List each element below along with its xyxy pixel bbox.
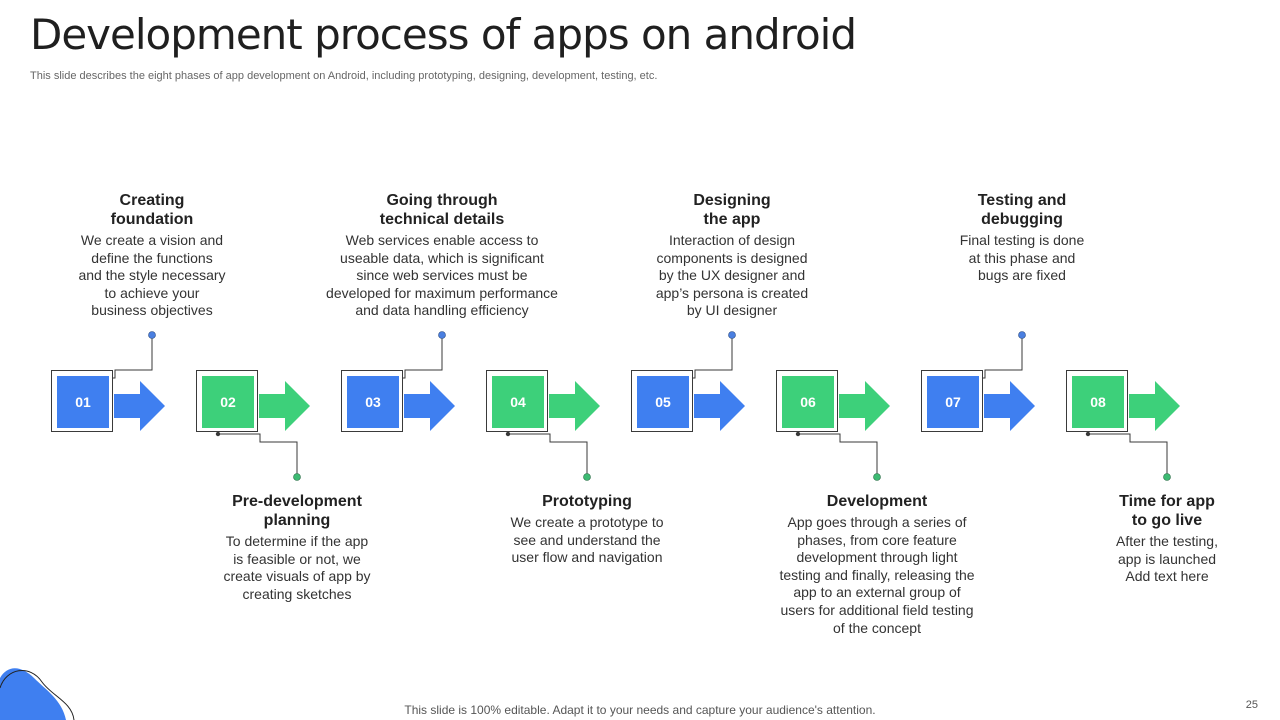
phase-04-heading: Prototyping	[542, 493, 632, 510]
phase-01-arrow-icon	[114, 381, 165, 431]
phase-08-heading: Time for app to go live	[1119, 493, 1215, 529]
phase-01-number: 01	[57, 376, 109, 428]
phase-07-box: 07	[921, 370, 983, 432]
phase-05-description: Interaction of design components is desi…	[655, 232, 809, 319]
phase-01-heading: Creating foundation	[110, 192, 194, 228]
phase-04-description: We create a prototype to see and underst…	[510, 514, 664, 566]
phase-01-description: We create a vision and define the functi…	[78, 232, 226, 319]
phase-07-heading: Testing and debugging	[977, 192, 1067, 228]
phase-06-description: App goes through a series of phases, fro…	[779, 514, 975, 636]
phase-08-text: Time for app to go live After the testin…	[1042, 492, 1280, 586]
phase-01-text: Creating foundation We create a vision a…	[27, 191, 277, 320]
phase-06-number: 06	[782, 376, 834, 428]
phase-03-box: 03	[341, 370, 403, 432]
phase-08-number: 08	[1072, 376, 1124, 428]
phase-05-heading: Designing the app	[693, 192, 771, 228]
phase-02-description: To determine if the app is feasible or n…	[223, 533, 371, 602]
phase-08-description: After the testing, app is launched Add t…	[1116, 533, 1218, 585]
phase-03-number: 03	[347, 376, 399, 428]
phase-02-number: 02	[202, 376, 254, 428]
phase-07-description: Final testing is done at this phase and …	[959, 232, 1085, 284]
phase-02-text: Pre-development planning To determine if…	[172, 492, 422, 603]
slide-subtitle: This slide describes the eight phases of…	[30, 70, 658, 82]
phase-03-heading: Going through technical details	[379, 192, 505, 228]
phase-07-number: 07	[927, 376, 979, 428]
footer-text: This slide is 100% editable. Adapt it to…	[404, 703, 876, 717]
phase-04-box: 04	[486, 370, 548, 432]
phase-05-text: Designing the app Interaction of design …	[607, 191, 857, 320]
page-number: 25	[1245, 699, 1258, 711]
phase-05-arrow-icon	[694, 381, 745, 431]
phase-08-arrow-icon	[1129, 381, 1180, 431]
decorative-blob-icon	[0, 668, 75, 720]
phase-01-box: 01	[51, 370, 113, 432]
phase-02-heading: Pre-development planning	[232, 493, 362, 529]
phase-06-arrow-icon	[839, 381, 890, 431]
phase-05-number: 05	[637, 376, 689, 428]
phase-03-description: Web services enable access to useable da…	[326, 232, 558, 319]
phase-08-box: 08	[1066, 370, 1128, 432]
phase-04-number: 04	[492, 376, 544, 428]
phase-05-box: 05	[631, 370, 693, 432]
phase-04-text: Prototyping We create a prototype to see…	[462, 492, 712, 567]
phase-03-arrow-icon	[404, 381, 455, 431]
phase-03-text: Going through technical details Web serv…	[317, 191, 567, 320]
phase-07-text: Testing and debugging Final testing is d…	[897, 191, 1147, 285]
slide-title: Development process of apps on android	[30, 10, 857, 59]
phase-06-box: 06	[776, 370, 838, 432]
phase-02-arrow-icon	[259, 381, 310, 431]
phase-06-text: Development App goes through a series of…	[752, 492, 1002, 637]
phase-07-arrow-icon	[984, 381, 1035, 431]
phase-06-heading: Development	[826, 493, 928, 510]
phase-04-arrow-icon	[549, 381, 600, 431]
phase-02-box: 02	[196, 370, 258, 432]
